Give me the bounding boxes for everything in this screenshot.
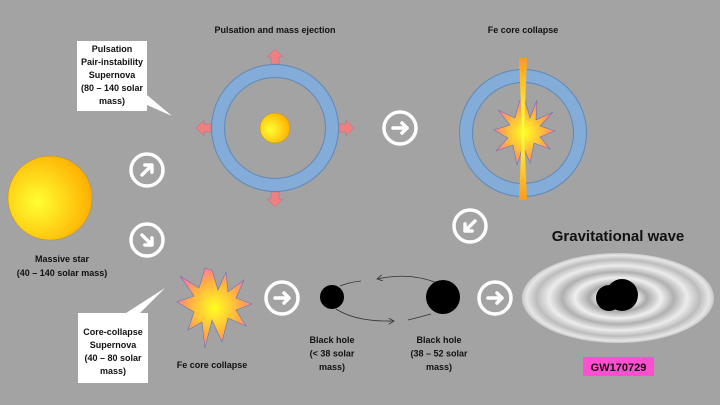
black-hole-large-icon bbox=[426, 280, 460, 314]
ejection-arrow-left-icon bbox=[195, 119, 212, 137]
pulsation-stage-title: Pulsation and mass ejection bbox=[214, 25, 335, 35]
star-core-icon bbox=[259, 112, 291, 144]
ejection-arrow-right-icon bbox=[338, 119, 355, 137]
arrow-southeast-icon bbox=[129, 222, 165, 258]
arrow-southwest-icon bbox=[452, 208, 488, 244]
arrow-northeast-icon bbox=[129, 152, 165, 188]
fe-collapse-top-title: Fe core collapse bbox=[488, 25, 559, 35]
mass-ejection-arrows bbox=[195, 48, 355, 208]
supernova-explosion-icon bbox=[176, 267, 253, 349]
gw-event-label: GW170729 bbox=[591, 362, 647, 374]
merging-black-holes-icon bbox=[596, 279, 638, 311]
arrow-right-icon bbox=[477, 280, 513, 316]
massive-star-label: Massive star bbox=[35, 254, 90, 264]
gw-event-badge bbox=[583, 357, 654, 376]
black-hole-small-icon bbox=[320, 285, 344, 309]
fe-collapse-bottom-title: Fe core collapse bbox=[177, 360, 248, 370]
arrow-right-icon bbox=[264, 280, 300, 316]
arrow-right-icon bbox=[382, 110, 418, 146]
relativistic-jet bbox=[519, 58, 527, 200]
gravitational-wave-title: Gravitational wave bbox=[552, 228, 685, 245]
core-explosion-icon bbox=[493, 99, 556, 166]
massive-star-mass: (40 – 140 solar mass) bbox=[17, 268, 108, 278]
ejection-arrow-down-icon bbox=[266, 191, 284, 208]
orbit-arrows bbox=[335, 276, 438, 321]
massive-star-icon bbox=[7, 155, 93, 241]
ejection-arrow-up-icon bbox=[266, 48, 284, 65]
pulsation-shell bbox=[211, 64, 339, 192]
